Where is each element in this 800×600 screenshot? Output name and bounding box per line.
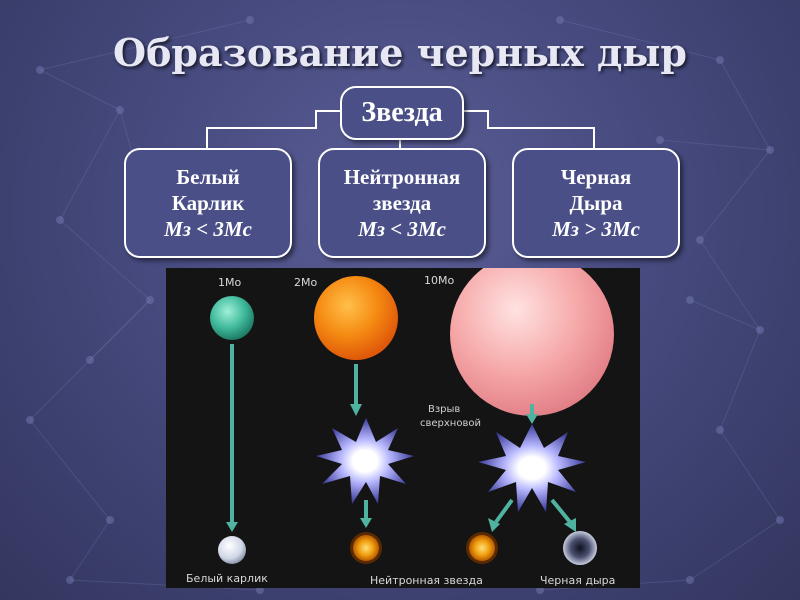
node-black-hole-formula: Mз > 3Mс <box>552 217 640 241</box>
background-line <box>59 219 151 301</box>
background-dot <box>536 586 544 594</box>
background-dot <box>56 216 64 224</box>
arrow-head-neutron-1 <box>360 518 372 528</box>
background-line <box>29 299 151 421</box>
supernova-burst-2 <box>478 424 586 512</box>
background-line <box>39 19 251 71</box>
background-dot <box>776 516 784 524</box>
background-line <box>699 149 771 241</box>
node-neutron-star-line2: звезда <box>372 191 432 215</box>
background-dot <box>756 326 764 334</box>
node-neutron-star: Нейтронная звезда Mз < 3Mс <box>318 148 486 258</box>
background-line <box>699 239 761 331</box>
background-dot <box>686 576 694 584</box>
background-dot <box>146 296 154 304</box>
white-dwarf-remnant <box>218 536 246 564</box>
background-dot <box>36 66 44 74</box>
neutron-star-remnant-2 <box>466 532 498 564</box>
bottom-label-black-hole: Черная дыра <box>540 574 615 587</box>
background-dot <box>766 146 774 154</box>
arrow-head-white-dwarf <box>226 522 238 532</box>
high-mass-star <box>450 268 614 416</box>
node-neutron-star-formula: Mз < 3Mс <box>358 217 446 241</box>
background-line <box>689 299 761 331</box>
bottom-label-neutron-star: Нейтронная звезда <box>370 574 483 587</box>
background-line <box>89 299 151 361</box>
background-dot <box>716 56 724 64</box>
supernova-burst-1 <box>316 418 414 504</box>
background-line <box>719 59 771 151</box>
node-white-dwarf-formula: Mз < 3Mс <box>164 217 252 241</box>
background-line <box>719 329 761 431</box>
bottom-label-white-dwarf: Белый карлик <box>186 572 268 585</box>
node-black-hole-line2: Дыра <box>569 191 623 215</box>
background-line <box>719 429 781 521</box>
arrow-head-medium-burst <box>350 404 362 416</box>
background-line <box>69 519 111 581</box>
background-dot <box>86 356 94 364</box>
background-dot <box>256 586 264 594</box>
mass-label-3: 10Mo <box>424 274 454 287</box>
slide-title: Образование черных дыр <box>112 30 687 75</box>
background-line <box>39 69 121 111</box>
background-dot <box>686 296 694 304</box>
low-mass-star <box>210 296 254 340</box>
medium-mass-star <box>314 276 398 360</box>
stellar-evolution-illustration: 1Mo 2Mo 10Mo Взрыв сверхновой Белый карл… <box>166 268 640 588</box>
node-white-dwarf-line1: Белый <box>176 165 240 189</box>
background-dot <box>66 576 74 584</box>
background-dot <box>26 416 34 424</box>
node-black-hole: Черная Дыра Mз > 3Mс <box>512 148 680 258</box>
arrow-head-high-burst <box>526 414 538 424</box>
background-dot <box>696 236 704 244</box>
node-black-hole-line1: Черная <box>560 165 632 189</box>
node-neutron-star-line1: Нейтронная <box>343 165 461 189</box>
background-dot <box>716 426 724 434</box>
background-dot <box>656 136 664 144</box>
mass-label-2: 2Mo <box>294 276 317 289</box>
node-star: Звезда <box>340 86 464 140</box>
supernova-label-line1: Взрыв <box>428 404 460 415</box>
arrow-burst2-to-neutron <box>494 498 514 524</box>
supernova-label-line2: сверхновой <box>420 418 481 429</box>
node-star-label: Звезда <box>361 97 443 128</box>
background-dot <box>246 16 254 24</box>
background-line <box>689 519 781 581</box>
background-line <box>29 419 111 521</box>
background-line <box>659 139 771 151</box>
background-dot <box>116 106 124 114</box>
neutron-star-remnant-1 <box>350 532 382 564</box>
arrow-burst2-to-blackhole <box>550 498 572 524</box>
arrow-head-blackhole <box>564 518 576 532</box>
node-white-dwarf: Белый Карлик Mз < 3Mс <box>124 148 292 258</box>
mass-label-1: 1Mo <box>218 276 241 289</box>
background-line <box>59 109 121 221</box>
background-line <box>69 579 261 591</box>
node-white-dwarf-line2: Карлик <box>171 191 245 215</box>
black-hole-remnant <box>563 531 597 565</box>
arrow-head-neutron-2 <box>488 518 500 532</box>
background-dot <box>106 516 114 524</box>
background-line <box>559 19 721 61</box>
background-dot <box>556 16 564 24</box>
